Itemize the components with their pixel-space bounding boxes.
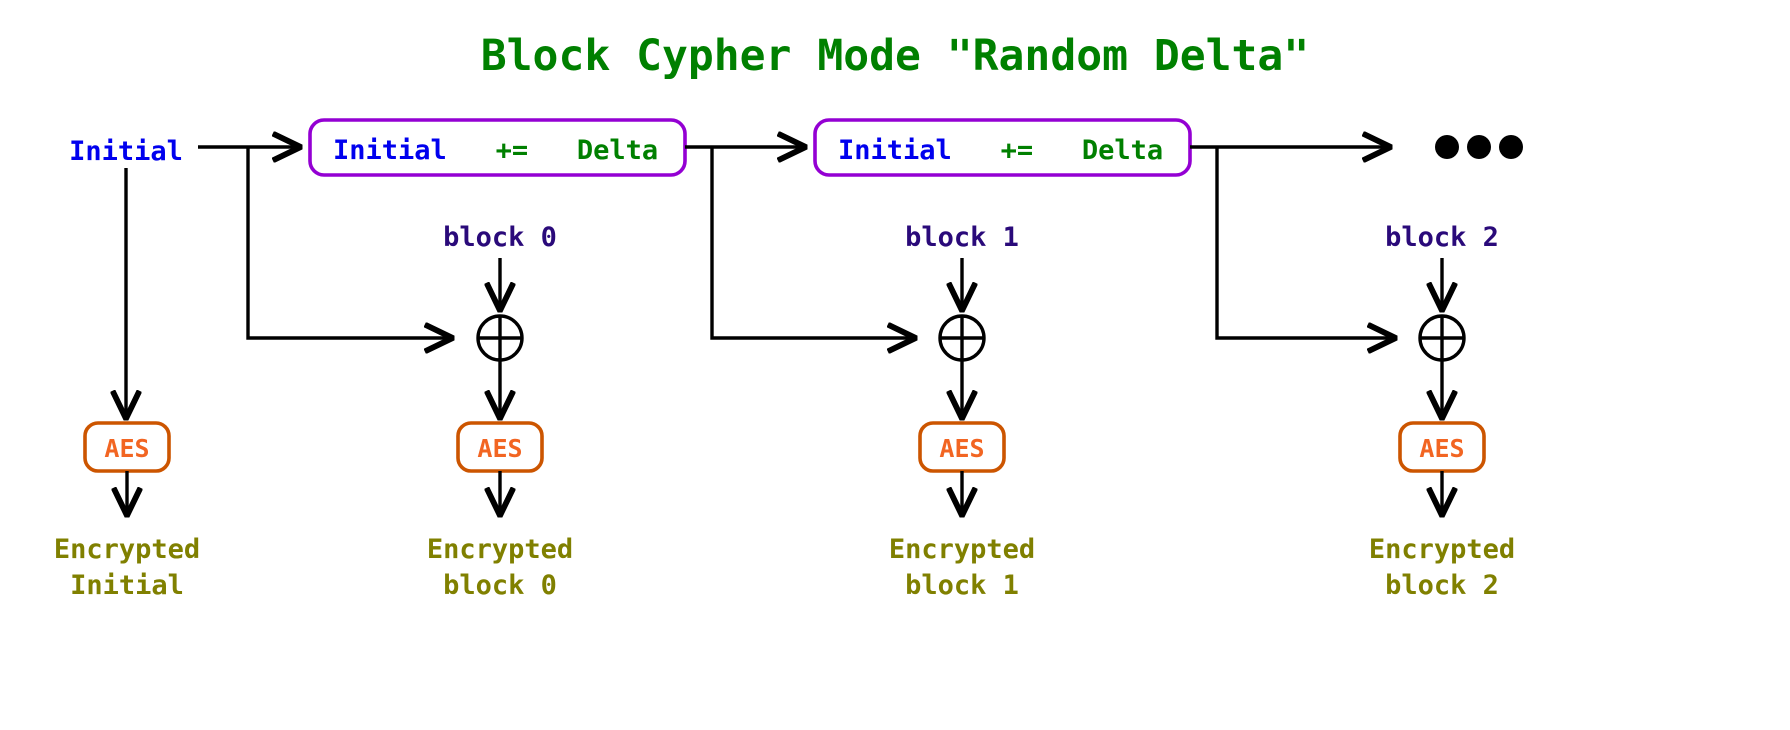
output-label-1-line1: Encrypted [427,534,573,565]
output-label-3-line2: block 2 [1385,570,1499,601]
delta-box-0[interactable]: col-block-0 Initial += Delta [308,118,687,177]
aes-box-2[interactable]: AES [918,421,1006,473]
delta-box-0-expression: Initial += Delta [333,135,658,166]
delta-box-1-rhs-text: Delta [1082,135,1163,166]
aes-box-3-label: AES [1419,434,1464,463]
ellipsis-dot-2 [1467,135,1491,159]
delta-box-1[interactable]: Initial += Delta [813,118,1192,177]
output-label-3: Encrypted block 2 [1369,534,1515,601]
aes-box-1-label: AES [477,434,522,463]
aes-box-0[interactable]: AES [83,421,171,473]
aes-box-2-label: AES [939,434,984,463]
ellipsis-continuation [1435,135,1523,159]
edge-initial-tap-to-xor-0 [246,147,452,338]
aes-box-3[interactable]: AES [1398,421,1486,473]
output-label-1: Encrypted block 0 [427,534,573,601]
delta-box-0-rhs-text: Delta [577,135,658,166]
block-0-label: block 0 [443,222,557,253]
delta-box-0-op-text: += [496,135,529,166]
delta-box-1-expression: Initial += Delta [838,135,1163,166]
output-label-2: Encrypted block 1 [889,534,1035,601]
xor-gate-1 [938,314,986,362]
output-label-1-line2: block 0 [443,570,557,601]
output-label-2-line2: block 1 [905,570,1019,601]
xor-gate-1-cross [940,316,984,360]
xor-gate-2 [1418,314,1466,362]
output-label-0-line1: Encrypted [54,534,200,565]
ellipsis-dot-3 [1499,135,1523,159]
initial-source-label: Initial [69,136,183,167]
diagram-title: Block Cypher Mode "Random Delta" [481,31,1309,81]
delta-box-1-op-text: += [1001,135,1034,166]
output-label-0: Encrypted Initial [54,534,200,601]
output-label-0-line2: Initial [70,570,184,601]
block-2-label: block 2 [1385,222,1499,253]
xor-gate-0 [476,314,524,362]
aes-box-1[interactable]: AES [456,421,544,473]
edge-delta1-tap-to-xor-2 [1215,147,1395,338]
delta-box-1-lhs-text: Initial [838,135,952,166]
ellipsis-dot-1 [1435,135,1459,159]
aes-box-0-label: AES [104,434,149,463]
edge-delta0-tap-to-xor-1 [710,147,915,338]
output-label-3-line1: Encrypted [1369,534,1515,565]
output-label-2-line1: Encrypted [889,534,1035,565]
delta-box-0-lhs-text: Initial [333,135,447,166]
xor-gate-2-cross [1420,316,1464,360]
block-1-label: block 1 [905,222,1019,253]
xor-gate-0-cross [478,316,522,360]
